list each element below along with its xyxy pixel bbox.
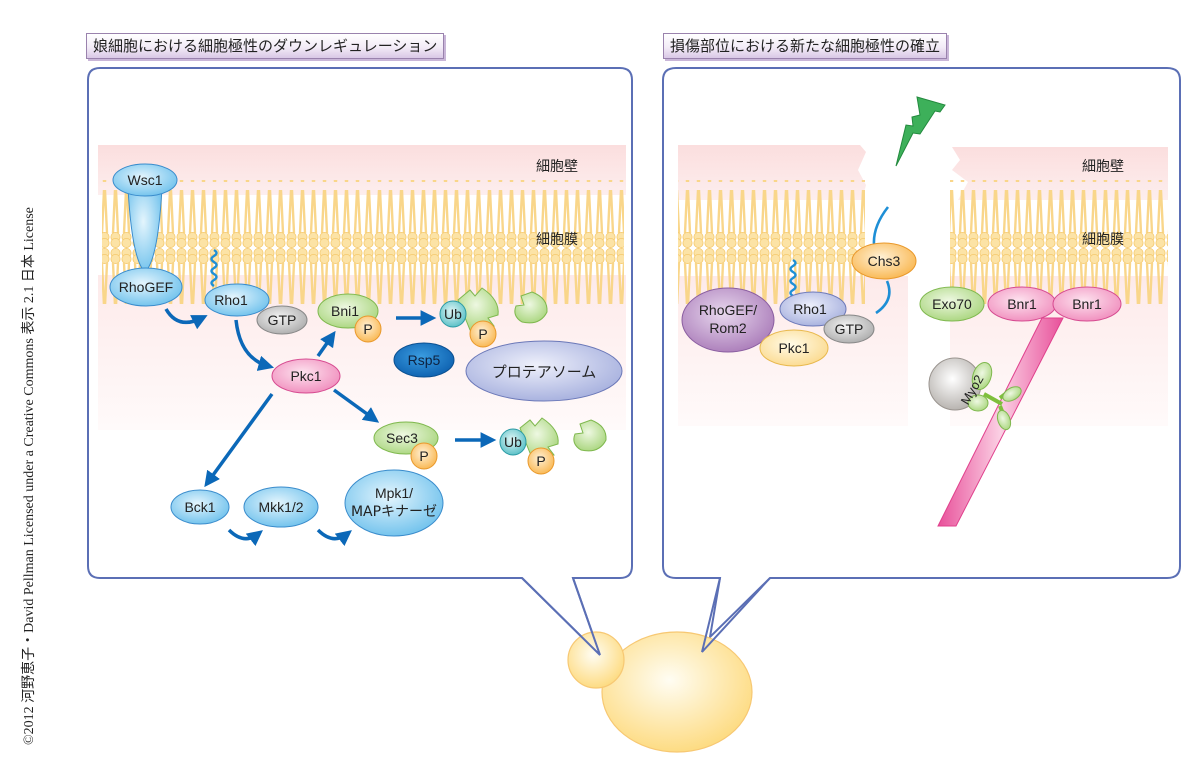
wsc1-protein: Wsc1	[112, 163, 178, 273]
rho1-protein: Rho1 GTP	[204, 283, 308, 335]
right-pkc1-protein: Pkc1	[759, 329, 829, 367]
mkk-label: Mkk1/2	[258, 499, 303, 515]
bck1-protein: Bck1	[170, 489, 230, 525]
pkc1-label: Pkc1	[290, 368, 321, 384]
ubiquitinated-bni1: Ub P	[439, 287, 548, 348]
exo70-label: Exo70	[932, 296, 972, 312]
sec3-ub-phospho-label: P	[536, 453, 545, 469]
rhogef-label: RhoGEF	[119, 279, 173, 295]
right-callout-tail	[701, 577, 771, 653]
arrow-pkc1-to-bck1	[204, 392, 274, 488]
chs3-protein: Chs3	[851, 242, 917, 280]
right-panel: 細胞壁 細胞膜 Chs3 RhoGEF/ Rom2 Pkc1 Rho1 GTP	[662, 67, 1181, 640]
sec3-phospho-label: P	[419, 448, 428, 464]
arrow-mkk-to-mpk1	[316, 528, 352, 547]
bni1-ub-label: Ub	[444, 306, 462, 322]
left-lipid-bilayer	[102, 180, 624, 304]
right-lipid-bilayer-left	[678, 180, 865, 304]
left-panel-title: 娘細胞における細胞極性のダウンレギュレーション	[86, 33, 445, 59]
left-cell-membrane-label: 細胞膜	[536, 231, 578, 247]
sec3-protein: Sec3 P	[373, 421, 439, 470]
sec3-ub-label: Ub	[504, 434, 522, 450]
degraded-fragment	[514, 291, 548, 324]
yeast-cell	[567, 631, 753, 753]
bni1-phospho-label: P	[363, 321, 372, 337]
degraded-fragment	[573, 419, 607, 452]
mkk-protein: Mkk1/2	[243, 486, 319, 528]
damage-lightning-icon	[895, 96, 946, 167]
pathway-arrows	[164, 308, 497, 547]
bni1-ub-phospho-label: P	[478, 326, 487, 342]
mother-cell	[601, 631, 753, 753]
bni1-label: Bni1	[331, 303, 359, 319]
gtp-label: GTP	[268, 312, 297, 328]
exo70-protein: Exo70	[919, 286, 985, 322]
mpk1-label-line1: Mpk1/	[375, 485, 413, 501]
arrow-rhogef-to-rho1	[164, 308, 208, 330]
daughter-bud	[567, 631, 625, 689]
bnr1-a-label: Bnr1	[1007, 296, 1037, 312]
mpk1-label-line2: MAPキナーゼ	[351, 504, 437, 520]
rhogef-rom2-label-line1: RhoGEF/	[699, 302, 757, 318]
right-cell-wall-label: 細胞壁	[1082, 158, 1124, 174]
right-cell-membrane-label: 細胞膜	[1082, 231, 1124, 247]
sec3-label: Sec3	[386, 430, 418, 446]
proteasome-label: プロテアソーム	[492, 363, 597, 381]
rhogef-rom2-label-line2: Rom2	[709, 320, 747, 336]
left-cell-wall-label: 細胞壁	[536, 158, 578, 174]
lipid-anchor-squiggle	[210, 248, 218, 288]
rhogef-protein: RhoGEF	[109, 267, 183, 307]
rsp5-label: Rsp5	[408, 352, 441, 368]
right-gtp-label: GTP	[835, 321, 864, 337]
arrow-pkc1-to-sec3	[332, 388, 380, 423]
right-lipid-bilayer-right	[950, 180, 1168, 304]
bni1-protein: Bni1 P	[317, 293, 382, 343]
arrow-rho1-to-pkc1	[234, 319, 275, 371]
rhogef-rom2-protein: RhoGEF/ Rom2	[681, 287, 775, 353]
arrow-bck1-to-mkk	[227, 528, 263, 547]
left-callout-tail	[521, 577, 601, 656]
rho1-lipid-anchor-squiggle	[789, 258, 797, 298]
ubiquitinated-sec3: Ub P	[499, 417, 607, 475]
right-panel-title: 損傷部位における新たな細胞極性の確立	[663, 33, 948, 59]
bnr1-protein-a: Bnr1	[987, 286, 1057, 322]
bnr1-b-label: Bnr1	[1072, 296, 1102, 312]
mpk1-protein: Mpk1/ MAPキナーゼ	[344, 469, 444, 537]
wsc1-label: Wsc1	[128, 172, 163, 188]
rho1-label: Rho1	[214, 292, 248, 308]
chs3-label: Chs3	[868, 253, 901, 269]
arrow-pkc1-to-bni1	[316, 330, 336, 358]
proteasome: プロテアソーム	[465, 340, 623, 402]
right-rho1-label: Rho1	[793, 301, 827, 317]
right-rho1-protein: Rho1 GTP	[779, 291, 875, 344]
rsp5-protein: Rsp5	[393, 342, 455, 378]
bnr1-protein-b: Bnr1	[1052, 286, 1122, 322]
pkc1-protein: Pkc1	[271, 358, 341, 394]
left-panel: 細胞壁 細胞膜 Wsc1 RhoGEF Rho1 GTP Pkc1	[87, 67, 633, 656]
bck1-label: Bck1	[184, 499, 215, 515]
right-pkc1-label: Pkc1	[778, 340, 809, 356]
